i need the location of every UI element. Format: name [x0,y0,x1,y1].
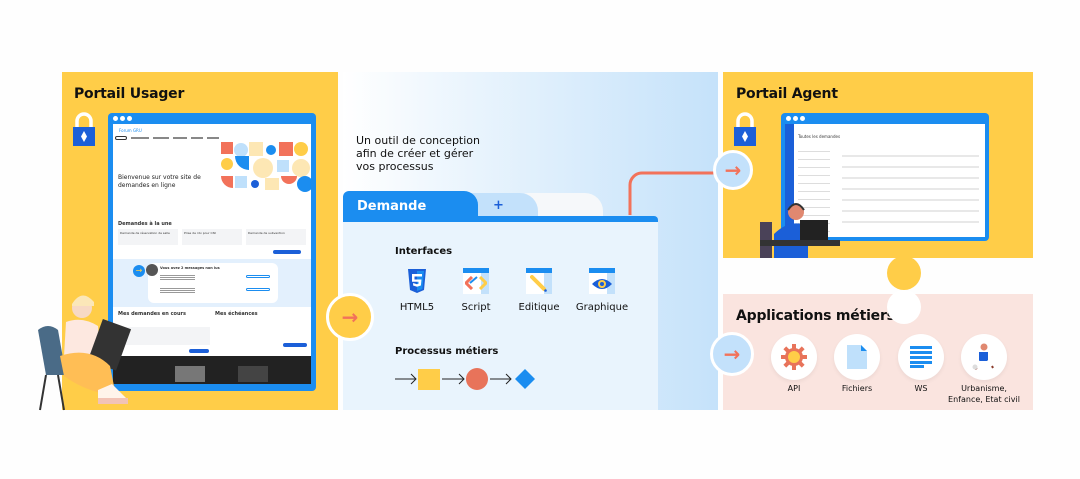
messages-text: Vous avez 2 messages non lus [160,266,220,270]
interface-editique[interactable]: Editique [509,268,569,313]
usager-browser-window: Forum GRU Bienvenue sur votre site de de… [108,113,316,391]
en-cours-button[interactable] [189,349,209,353]
all-demandes-button[interactable] [273,250,301,254]
agent-heading: Toutes les demandes [798,134,841,139]
interface-label: HTML5 [399,302,435,313]
message-open-button[interactable] [246,288,270,291]
site-brand: Forum GRU [119,128,142,133]
conception-description: Un outil de conception afin de créer et … [356,134,480,173]
man-laptop-illustration [760,203,840,258]
agent-connector-bubble: → [713,150,753,190]
message-lines [160,275,195,281]
processus-heading: Processus métiers [395,346,499,357]
app-label: WS [914,384,928,393]
agent-site-screen: Toutes les demandes [785,124,985,237]
woman-laptop-illustration [38,295,132,411]
portail-usager-title: Portail Usager [74,86,185,102]
flow-arrow-icon [490,373,512,385]
tab-underline [343,216,658,222]
process-flow [395,368,535,390]
lock-icon [73,112,95,146]
gear-icon [781,344,807,370]
process-step-diamond [515,369,535,389]
site-demandes-heading: Demandes à la une [118,221,172,227]
pencil-icon [526,268,552,294]
description-line: vos processus [356,160,434,173]
site-demande-cards: Demande de réservation de salle Prise de… [118,229,306,245]
interfaces-heading: Interfaces [395,246,453,257]
site-nav [115,136,309,140]
hero-pattern-image [221,142,311,192]
demande-card[interactable]: Prise de rdv pour CNI [182,229,242,245]
lock-icon [734,112,756,146]
arrow-right-icon: → [341,305,359,329]
description-line: Un outil de conception [356,134,481,147]
agent-filters[interactable] [798,144,830,232]
interface-label: Editique [518,302,560,313]
site-en-cours-heading: Mes demandes en cours [118,311,186,317]
applications-metiers-title: Applications métiers [736,308,895,324]
app-fichiers[interactable]: Fichiers [817,334,897,394]
messages-card: Vous avez 2 messages non lus [148,263,278,303]
eye-icon [589,268,615,294]
agent-apps-connector-bottom [887,290,921,324]
html5-icon [408,269,426,293]
demande-card[interactable]: Demande de réservation de salle [118,229,178,245]
apps-connector-bubble: → [710,332,754,376]
demande-en-cours-card[interactable] [118,327,210,345]
app-api[interactable]: API [754,334,834,394]
message-lines [160,288,195,294]
agent-browser-window: Toutes les demandes [781,113,989,241]
site-hero-text: Bienvenue sur votre site de demandes en … [118,174,201,189]
window-dots [786,116,805,121]
demande-card-label: Prise de rdv pour CNI [184,231,216,235]
app-label-line: Enfance, Etat civil [948,395,1020,404]
description-line: afin de créer et gérer [356,147,474,160]
usager-to-middle-connector: → [326,293,374,341]
lines-icon [910,346,932,368]
app-ws[interactable]: WS [881,334,961,394]
app-label-line: Urbanisme, [961,384,1007,393]
middle-to-agent-connector-line [628,171,720,215]
agent-apps-connector-top [887,256,921,290]
app-label: API [787,384,801,393]
interface-graphique[interactable]: Graphique [572,268,632,313]
agent-demandes-list[interactable] [842,146,979,228]
file-icon [847,345,867,369]
usager-site-screen: Forum GRU Bienvenue sur votre site de de… [113,124,311,384]
app-urbanisme[interactable]: Urbanisme, Enfance, Etat civil [944,334,1024,405]
interface-script[interactable]: Script [446,268,506,313]
tab-bar: + Demande [343,191,658,222]
interface-label: Script [461,302,491,313]
window-dots [113,116,132,121]
demande-card[interactable]: Demande de subvention [246,229,306,245]
footer-thumbnail [238,366,268,382]
demande-card-label: Demande de subvention [248,231,285,235]
arrow-right-icon: → [723,342,741,366]
process-step-circle [466,368,488,390]
arrow-right-icon: → [724,158,742,182]
process-step-square [418,369,440,390]
message-open-button[interactable] [246,275,270,278]
app-label: Fichiers [841,384,873,393]
flow-arrow-icon [442,373,465,385]
person-icon [972,343,994,370]
code-icon [463,268,489,294]
avatar [146,264,158,276]
echeances-button[interactable] [283,343,307,347]
agent-sidebar [785,124,794,237]
footer-thumbnail [175,366,205,382]
demande-card-label: Demande de réservation de salle [120,231,170,235]
interface-html5[interactable]: HTML5 [387,268,447,313]
site-footer-band [113,356,311,384]
messages-band: Vous avez 2 messages non lus → [113,259,311,307]
flow-arrow-icon [395,373,417,385]
app-label: Urbanisme, Enfance, Etat civil [944,383,1024,405]
interface-label: Graphique [575,302,629,313]
site-echeances-heading: Mes échéances [215,311,258,317]
portail-agent-title: Portail Agent [736,86,838,102]
message-arrow-icon: → [133,265,145,277]
